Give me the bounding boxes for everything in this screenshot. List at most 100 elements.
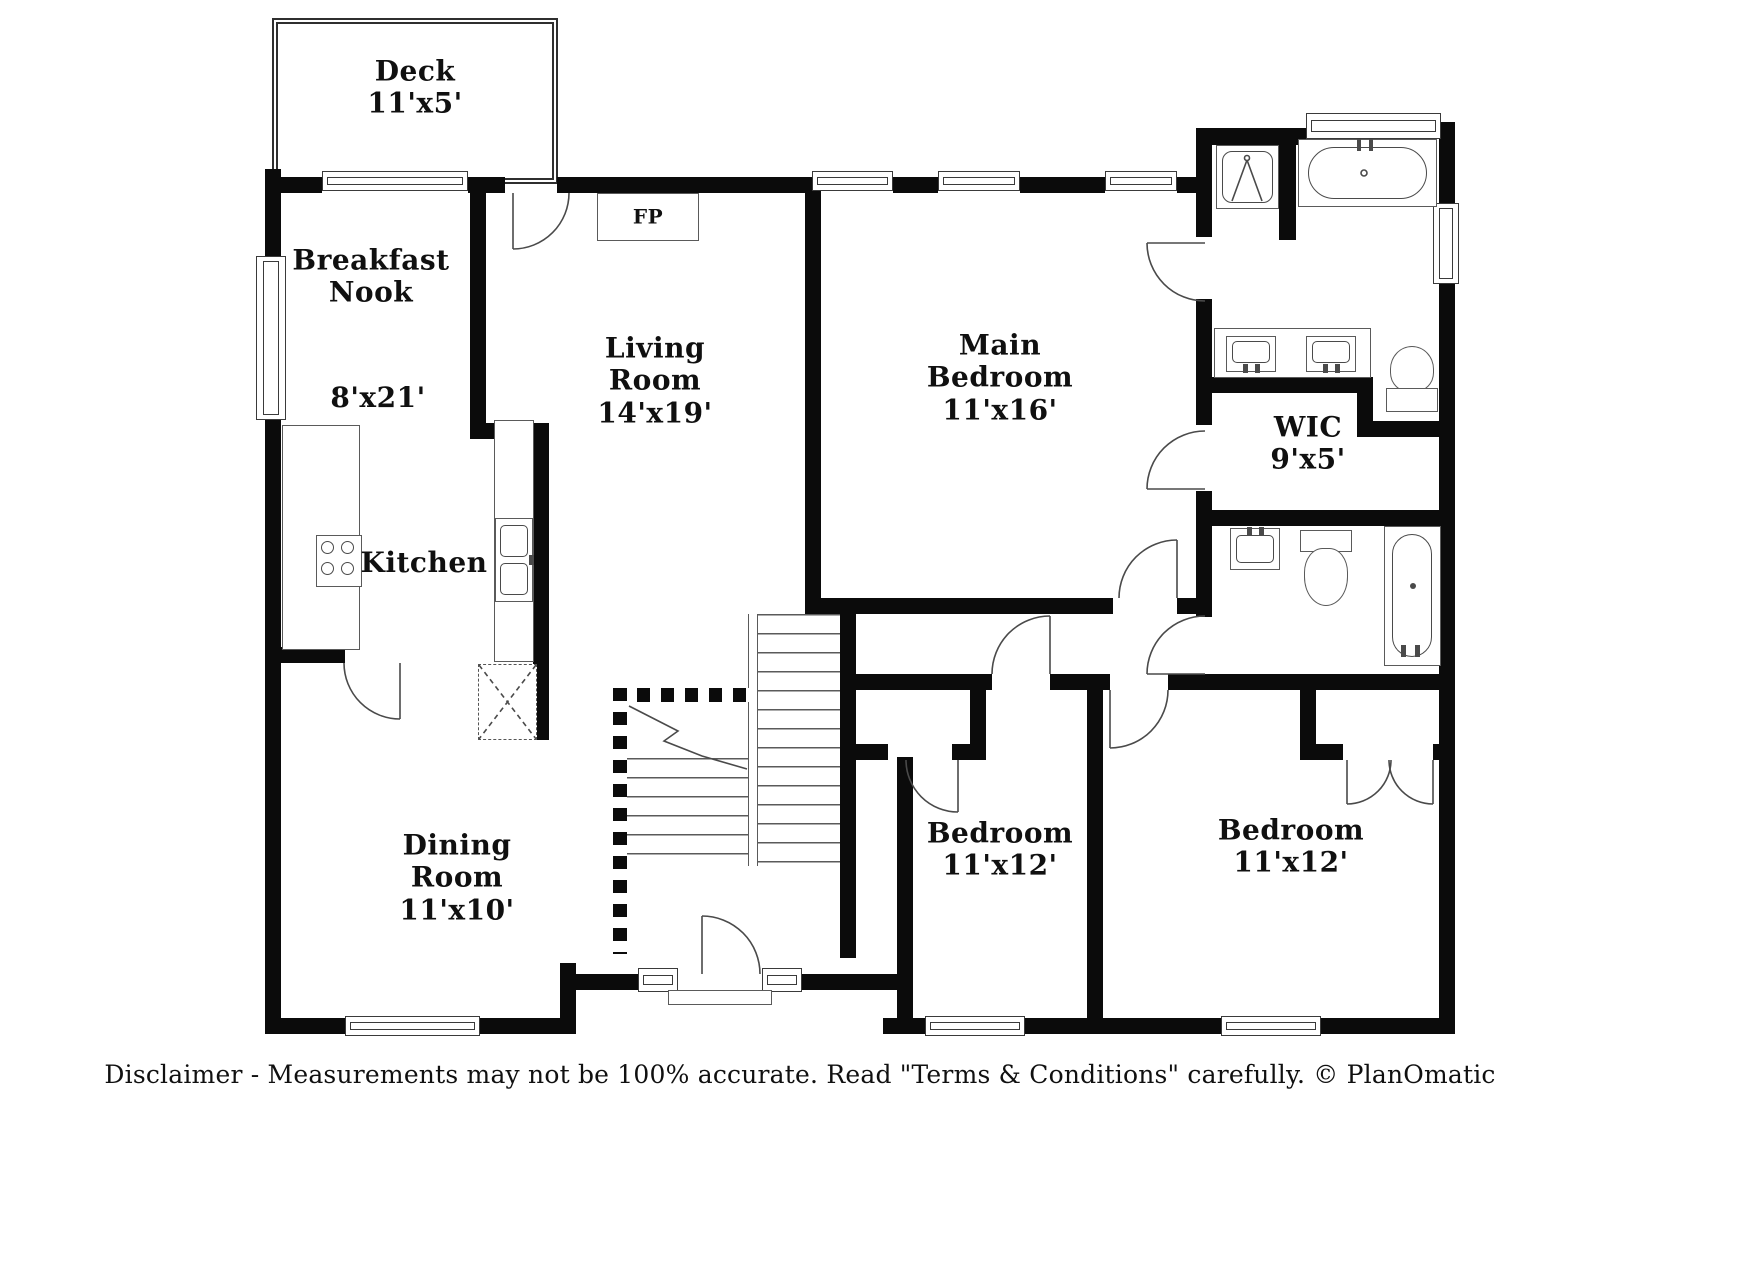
vanity-sink <box>1226 336 1276 373</box>
wall <box>1196 510 1455 526</box>
room-dims: 14'x19' <box>597 396 713 430</box>
room-label-breakfast-nook: Breakfast Nook <box>276 244 466 310</box>
wall <box>1025 1018 1221 1034</box>
room-dims: 11'x12' <box>942 849 1058 882</box>
room-label-bedroom-2: Bedroom 11'x12' <box>927 817 1073 883</box>
room-label-deck: Deck 11'x5' <box>367 54 462 121</box>
room-dims: 9'x5' <box>1270 443 1346 476</box>
shower <box>1216 145 1279 209</box>
window <box>925 1016 1025 1036</box>
room-label-kitchen: Kitchen <box>360 545 488 579</box>
bath-sink <box>1230 527 1280 570</box>
stair-dashed-rail <box>613 688 757 702</box>
room-dims: 11'x16' <box>942 393 1058 427</box>
door-threshold <box>668 990 772 1005</box>
sink-basin <box>1312 341 1350 363</box>
toilet-tank <box>1386 388 1438 412</box>
disclaimer-text: Disclaimer - Measurements may not be 100… <box>104 1060 1496 1089</box>
door-arc <box>991 615 1051 675</box>
wall <box>1433 744 1439 760</box>
stove-burner <box>321 541 334 554</box>
door-arc <box>1146 242 1206 302</box>
vanity-sink <box>1306 336 1356 373</box>
wall <box>844 744 888 760</box>
sink-basin <box>1232 341 1270 363</box>
wall <box>265 1018 345 1034</box>
shower-pan <box>1222 151 1273 203</box>
wall <box>1439 282 1455 1034</box>
door-arc <box>1109 689 1169 749</box>
toilet-bowl <box>1304 548 1348 606</box>
door-arc <box>1388 759 1434 805</box>
window <box>1105 171 1177 191</box>
room-name: Dining Room <box>402 828 512 894</box>
wall <box>265 420 281 1034</box>
x-box-diagonals <box>478 664 537 740</box>
faucet <box>1259 527 1264 536</box>
fireplace-label: FP <box>633 205 663 228</box>
wall <box>970 690 986 757</box>
wall <box>1020 177 1105 193</box>
wall <box>533 423 549 740</box>
wall <box>1279 128 1296 240</box>
room-label-living-room: Living Room 14'x19' <box>585 332 725 430</box>
wall <box>897 757 913 1034</box>
wall <box>1177 598 1196 614</box>
room-dims: 8'x21' <box>330 380 426 414</box>
shower-head <box>1243 154 1251 162</box>
sink-basin <box>500 563 528 595</box>
room-name: Bedroom <box>1217 813 1365 847</box>
wall <box>1300 744 1343 760</box>
room-name: Main Bedroom <box>926 328 1074 394</box>
faucet <box>1401 645 1406 657</box>
wall <box>1439 122 1455 205</box>
window <box>1306 113 1441 139</box>
room-dims: 11'x12' <box>1233 846 1349 879</box>
faucet <box>1357 139 1361 151</box>
fireplace-box <box>597 193 699 241</box>
window <box>1433 203 1459 284</box>
wall <box>1196 299 1212 425</box>
faucet <box>1323 364 1328 373</box>
wall <box>1087 690 1103 1018</box>
wall <box>281 647 345 663</box>
door-arc <box>1118 539 1178 599</box>
door-arc <box>1346 759 1392 805</box>
drain <box>1410 583 1416 589</box>
window <box>812 171 893 191</box>
room-label-wic: WIC 9'x5' <box>1270 410 1346 477</box>
wall <box>557 177 812 193</box>
kitchen-sink <box>495 518 534 602</box>
window <box>345 1016 480 1036</box>
wall <box>1196 128 1212 237</box>
faucet <box>1243 364 1248 373</box>
stair-rail <box>748 614 758 866</box>
toilet-bowl <box>1390 346 1434 392</box>
faucet <box>1255 364 1260 373</box>
wall <box>952 744 986 760</box>
staircase-flight <box>758 614 840 866</box>
sidelight-window <box>762 968 802 992</box>
room-name: Deck <box>374 54 456 88</box>
fireplace-text: FP <box>632 204 664 229</box>
wall <box>805 598 1113 614</box>
stair-break-line <box>628 705 748 770</box>
wall <box>470 177 486 437</box>
room-label-main-bedroom: Main Bedroom 11'x16' <box>900 328 1100 427</box>
stove-burner <box>341 541 354 554</box>
stove-burner <box>321 562 334 575</box>
faucet <box>1415 645 1420 657</box>
window <box>322 171 468 191</box>
shower-lines <box>1231 159 1263 202</box>
wall <box>893 177 938 193</box>
room-label-bedroom-3: Bedroom 11'x12' <box>1217 813 1365 880</box>
room-name: WIC <box>1273 410 1343 444</box>
room-dims-breakfast-nook: 8'x21' <box>330 380 426 414</box>
wall <box>560 974 638 990</box>
door-arc <box>905 759 959 813</box>
room-name: Kitchen <box>360 545 488 579</box>
staircase-flight <box>627 758 748 866</box>
drain <box>1360 169 1368 177</box>
